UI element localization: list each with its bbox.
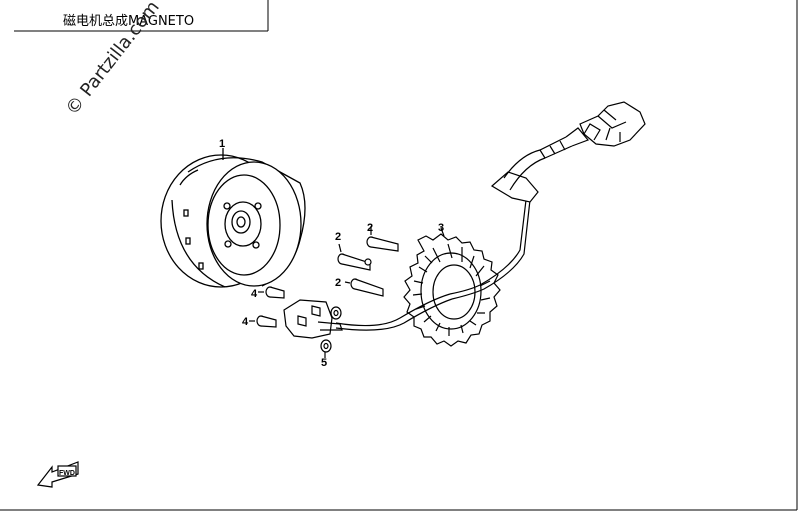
bolt-2c [344,278,384,297]
stator-part [403,227,501,347]
callout-4b: 4 [242,316,249,328]
washer-5 [320,339,332,358]
callout-5: 5 [321,357,327,369]
callout-4a: 4 [251,288,258,300]
flywheel-part [160,148,306,288]
page-title: 磁电机总成MAGNETO [63,14,195,29]
screw-4a [258,286,285,299]
callout-3: 3 [438,222,444,234]
direction-badge-label: FWD [59,470,75,477]
pickup-bracket [283,299,343,339]
callout-1: 1 [219,138,225,150]
forward-direction-icon [36,461,79,488]
callout-2c: 2 [335,277,341,289]
bolt-2b [337,243,372,271]
callout-2a: 2 [367,222,373,234]
wire-harness [335,101,646,331]
screw-4b [249,315,277,328]
bolt-2a [366,226,399,252]
callout-2b: 2 [335,231,341,243]
